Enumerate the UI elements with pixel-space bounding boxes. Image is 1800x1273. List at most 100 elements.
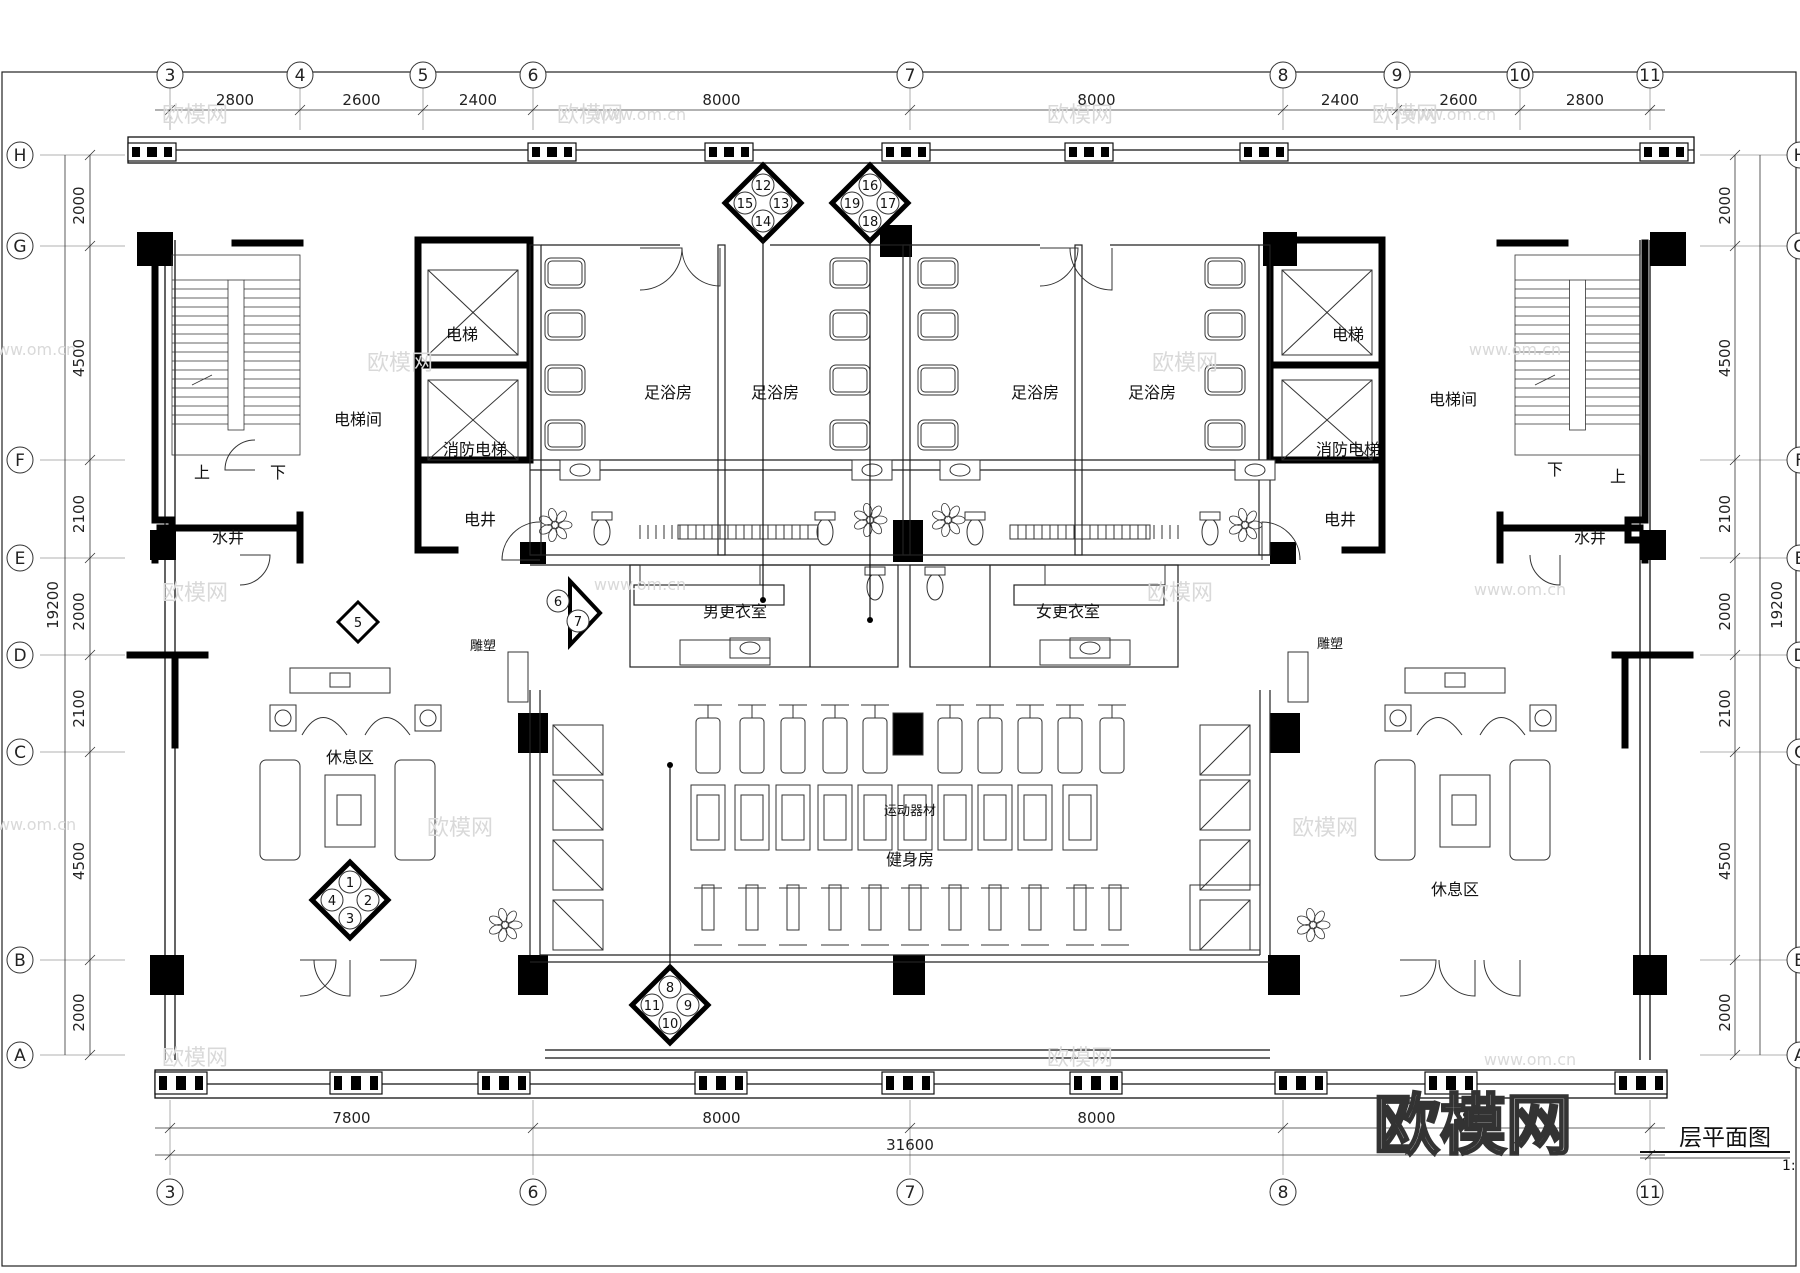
plant-leaf xyxy=(870,505,882,519)
axis-bubble xyxy=(1636,1178,1664,1206)
marker-label: 2 xyxy=(364,894,372,909)
lounger xyxy=(544,419,586,451)
label-water-left: 水井 xyxy=(212,528,244,547)
treadmill-belt xyxy=(823,794,847,841)
marker-bubble xyxy=(546,589,570,613)
label-lift-hall-left: 电梯间 xyxy=(334,410,382,429)
lounger xyxy=(544,257,586,289)
plant-center xyxy=(1308,920,1318,930)
plant-leaf xyxy=(1313,910,1325,924)
pier-fill xyxy=(1091,1076,1101,1090)
lounger xyxy=(917,309,959,341)
axis-label: A xyxy=(1794,1046,1800,1066)
bench xyxy=(677,524,819,540)
gym-machine xyxy=(739,717,765,774)
dim-text-right: 2000 xyxy=(1716,186,1734,224)
lounger xyxy=(544,309,586,341)
toilet xyxy=(926,573,944,601)
pier-fill xyxy=(159,1076,167,1090)
column xyxy=(1270,713,1300,753)
axis-label: H xyxy=(1794,146,1800,166)
label-stair-down-right: 下 xyxy=(1547,460,1563,479)
watermark-logo: 欧模网 xyxy=(162,581,228,606)
dim-tick-right xyxy=(1729,746,1741,758)
axis-label: 5 xyxy=(418,66,429,86)
pier-fill xyxy=(547,147,557,157)
dim-text-top: 8000 xyxy=(1077,91,1115,109)
bike xyxy=(828,884,842,931)
door-swing xyxy=(1261,521,1301,561)
pier-fill xyxy=(709,147,717,157)
axis-label: 9 xyxy=(1392,66,1403,86)
axis-label: 6 xyxy=(528,1183,539,1203)
axis-bubble xyxy=(1269,61,1297,89)
dim-tick-left xyxy=(84,1049,96,1061)
pier-fill xyxy=(1465,1076,1473,1090)
door-swing xyxy=(681,247,721,287)
axis-label: 11 xyxy=(1639,66,1661,86)
plant-leaf xyxy=(853,510,868,521)
dim-text-left: 4500 xyxy=(70,842,88,880)
axis-bubble xyxy=(6,141,34,169)
treadmill-belt xyxy=(1068,794,1092,841)
locker-counter xyxy=(639,564,761,586)
column xyxy=(893,520,923,562)
watermark-url: www.om.cn xyxy=(594,575,686,594)
pier-fill xyxy=(724,147,734,157)
watermark-logo: 欧模网 xyxy=(1047,1046,1113,1071)
marker-label: 15 xyxy=(737,197,754,212)
axis-bubble xyxy=(1786,544,1800,572)
toilet xyxy=(1201,518,1219,546)
plant-leaf xyxy=(948,521,961,535)
axis-bubble xyxy=(1636,61,1664,89)
axis-label: E xyxy=(1795,549,1800,569)
plant-leaf xyxy=(1306,927,1316,943)
axis-bubble xyxy=(6,446,34,474)
dim-text-bottom-total: 31600 xyxy=(886,1136,934,1154)
watermark-logo: 欧模网 xyxy=(1292,816,1358,841)
dimension-lines xyxy=(64,104,1761,1161)
plant-leaf xyxy=(557,520,573,530)
side-table xyxy=(269,704,297,732)
label-elevator-left: 电梯 xyxy=(446,325,478,344)
watermark-layer: 欧模网欧模网欧模网欧模网欧模网欧模网欧模网欧模网欧模网欧模网欧模网欧模网www.… xyxy=(0,103,1576,1071)
marker-bubble xyxy=(751,209,775,233)
axis-bubble xyxy=(6,738,34,766)
lounger-cushion xyxy=(547,260,583,286)
coffee-table xyxy=(324,774,376,848)
pier-fill xyxy=(1659,147,1669,157)
bike xyxy=(988,884,1002,931)
marker-bubble xyxy=(566,609,590,633)
marker-label: 19 xyxy=(844,197,861,212)
pier-fill xyxy=(1110,1076,1118,1090)
plant-leaf xyxy=(548,527,558,543)
marker-bubble xyxy=(658,975,682,999)
dim-text-left: 2000 xyxy=(70,993,88,1031)
plant-leaf xyxy=(1247,520,1263,530)
plant-leaf xyxy=(1245,526,1258,540)
dim-text-left: 2100 xyxy=(70,495,88,533)
pier-fill xyxy=(370,1076,378,1090)
axis-bubble xyxy=(519,1178,547,1206)
plant-leaf xyxy=(863,522,873,538)
pier-fill xyxy=(195,1076,203,1090)
column xyxy=(1270,542,1296,564)
label-lounge-right: 休息区 xyxy=(1431,880,1479,899)
label-fire-elevator-right: 消防电梯 xyxy=(1316,440,1380,459)
tray xyxy=(336,794,362,826)
lounger-cushion xyxy=(832,312,868,338)
dim-tick-left xyxy=(84,746,96,758)
sculpture-left xyxy=(507,651,529,703)
pier-fill xyxy=(351,1076,361,1090)
gym-machine xyxy=(1057,717,1083,774)
toilet-tank xyxy=(864,566,886,576)
bike xyxy=(868,884,882,931)
label-water-right: 水井 xyxy=(1574,528,1606,547)
pier-fill xyxy=(1644,147,1652,157)
pier-fill xyxy=(164,147,172,157)
axis-label: F xyxy=(1795,451,1800,471)
marker-bubble xyxy=(751,173,775,197)
gym-column xyxy=(892,712,924,756)
marker-diamond xyxy=(308,858,392,942)
